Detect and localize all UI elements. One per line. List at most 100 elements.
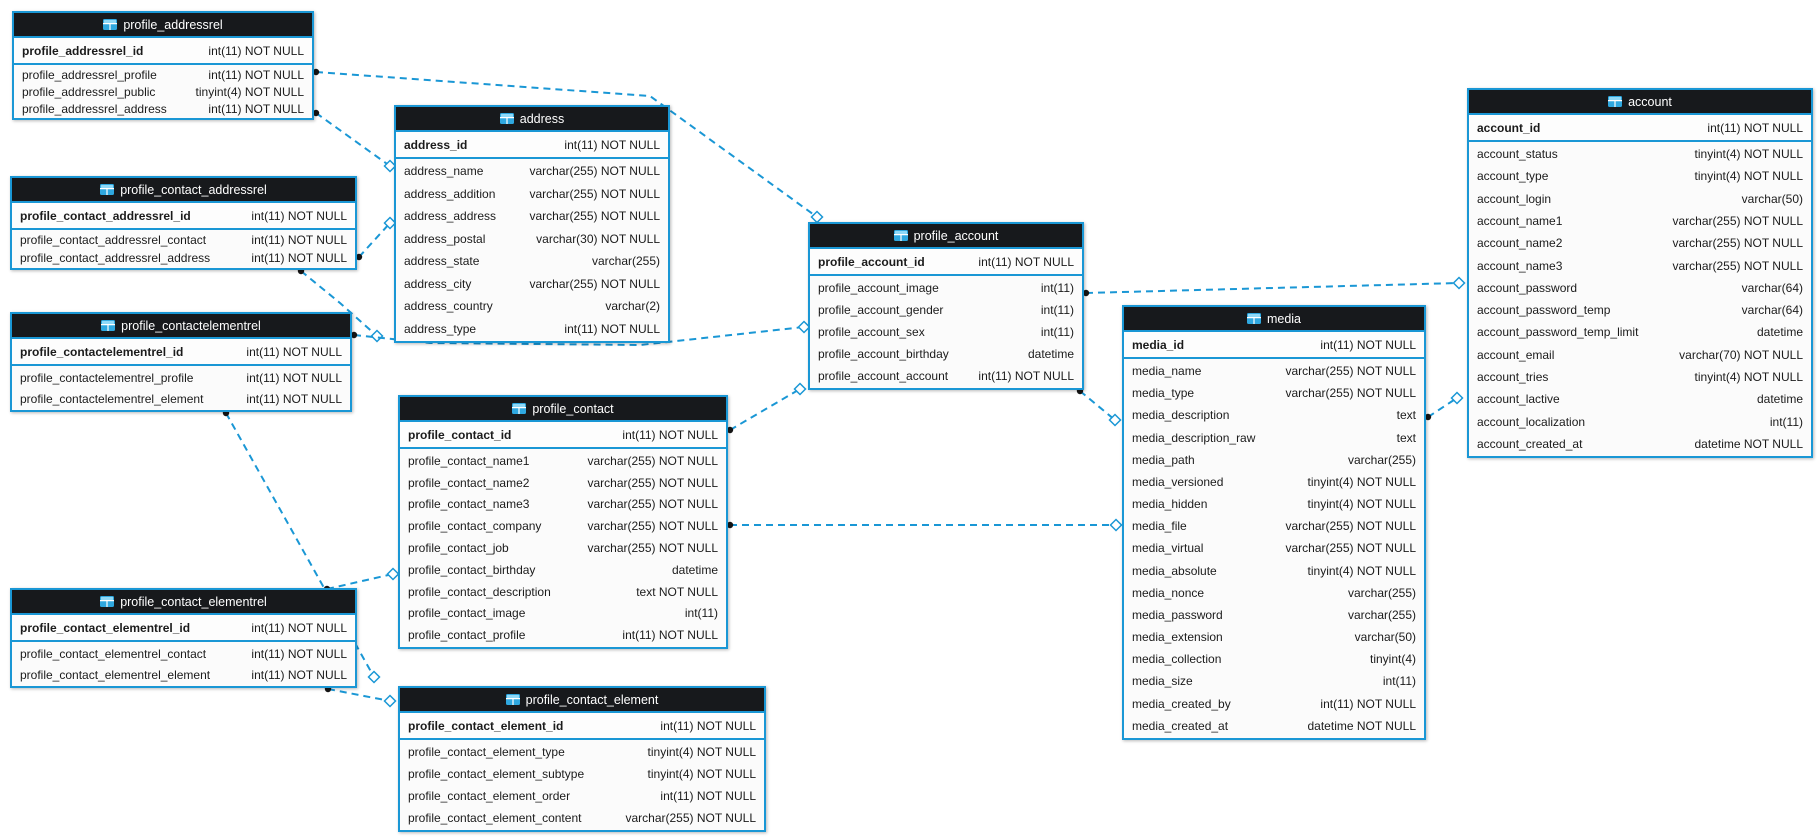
column-name: profile_contact_element_id	[408, 718, 564, 733]
relationship-line[interactable]	[327, 688, 391, 702]
column-name: address_postal	[404, 231, 486, 246]
table-title: profile_contact	[532, 401, 614, 416]
relationship-line[interactable]	[353, 326, 805, 347]
table-header: media	[1124, 307, 1424, 332]
column-name: account_name1	[1477, 213, 1563, 228]
column-name: account_localization	[1477, 414, 1586, 429]
table-profile_contact_element[interactable]: profile_contact_element profile_contact_e…	[398, 686, 766, 832]
relationship-target-diamond	[793, 382, 807, 396]
relationship-profile_contact-to-media[interactable]	[726, 518, 1123, 532]
column-name: profile_addressrel_address	[22, 101, 167, 116]
relationship-line[interactable]	[326, 573, 394, 590]
primary-key-row: media_id int(11) NOT NULL	[1124, 332, 1424, 359]
column-type: int(11)	[684, 606, 718, 621]
relationship-line[interactable]	[1079, 390, 1116, 421]
column-type: int(11) NOT NULL	[1320, 696, 1416, 711]
column-type: varchar(50)	[1741, 191, 1803, 206]
column-name: media_description	[1132, 408, 1230, 423]
column-type: int(11) NOT NULL	[622, 427, 718, 442]
relationship-line[interactable]	[315, 71, 818, 218]
table-header: profile_contact	[400, 397, 726, 422]
relationship-line[interactable]	[358, 222, 391, 258]
column-type: text	[1396, 408, 1416, 423]
column-name: profile_contact_element_subtype	[408, 767, 585, 781]
column-type: int(11)	[1040, 325, 1074, 339]
column-name: media_id	[1132, 337, 1185, 352]
relationship-media-to-account[interactable]	[1424, 391, 1464, 421]
column-type: int(11) NOT NULL	[1320, 337, 1416, 352]
table-icon	[505, 694, 520, 705]
column-name: media_virtual	[1132, 541, 1204, 556]
table-icon	[101, 320, 116, 331]
column-type: int(11)	[1382, 674, 1416, 689]
relationship-profile_contact_addressrel-to-address[interactable]	[355, 216, 397, 261]
relationship-line[interactable]	[1085, 282, 1460, 294]
relationship-profile_contact_elementrel-to-profile_contact_element[interactable]	[324, 685, 397, 708]
column-name: media_hidden	[1132, 497, 1208, 512]
table-icon	[100, 184, 115, 195]
table-profile_contact_elementrel[interactable]: profile_contact_elementrel profile_contac…	[10, 588, 357, 688]
relationship-source-dot	[1082, 289, 1090, 297]
relationship-profile_account-to-media[interactable]	[1076, 387, 1122, 427]
relationship-target-diamond	[383, 694, 397, 708]
relationship-target-diamond	[1108, 413, 1122, 427]
column-name: profile_contact_addressrel_address	[20, 251, 211, 265]
column-type: int(11)	[1769, 414, 1803, 429]
relationship-profile_account-to-account[interactable]	[1082, 276, 1466, 297]
column-name: profile_contact_job	[408, 541, 509, 556]
column-type: tinyint(4) NOT NULL	[195, 84, 304, 99]
column-type: varchar(255)	[1347, 585, 1416, 600]
table-title: profile_contact_element	[525, 692, 659, 707]
table-title: profile_account	[913, 228, 999, 243]
relationship-profile_addressrel-to-address[interactable]	[312, 109, 397, 173]
column-type: int(11) NOT NULL	[251, 667, 347, 682]
relationship-line[interactable]	[315, 112, 391, 167]
column-type: varchar(30) NOT NULL	[536, 231, 660, 246]
relationship-line[interactable]	[729, 388, 801, 431]
column-row: address_postal varchar(30) NOT NULL	[396, 228, 668, 251]
relationship-profile_addressrel-to-profile_account[interactable]	[312, 68, 824, 224]
table-header: profile_contact_elementrel	[12, 590, 355, 615]
column-name: profile_contactelementrel_element	[20, 391, 204, 406]
column-name: profile_contact_company	[408, 519, 542, 534]
column-type: int(11) NOT NULL	[246, 391, 342, 406]
relationship-line[interactable]	[300, 270, 378, 337]
relationship-profile_contact-to-profile_account[interactable]	[726, 382, 807, 434]
relationship-source-dot	[350, 331, 358, 339]
relationship-source-dot	[726, 521, 734, 529]
column-name: profile_contact_description	[408, 584, 551, 599]
column-type: int(11) NOT NULL	[208, 101, 304, 116]
table-icon	[1608, 96, 1623, 107]
column-type: int(11) NOT NULL	[251, 233, 347, 247]
relationship-line[interactable]	[1427, 397, 1458, 418]
column-type: int(11) NOT NULL	[1707, 120, 1803, 135]
